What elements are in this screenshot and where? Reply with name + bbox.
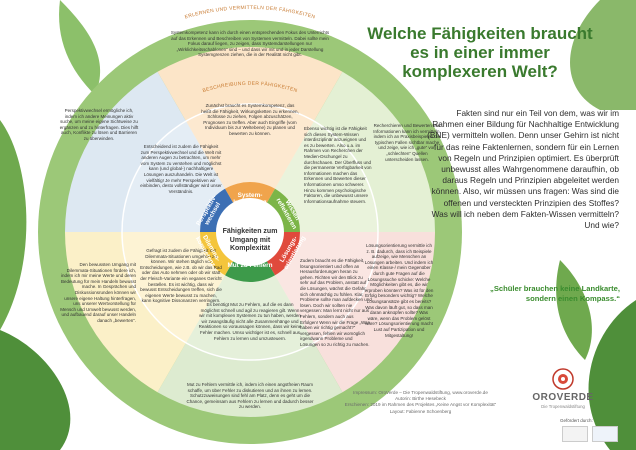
intro-text: Fakten sind nur ein Teil von dem, was wi… — [427, 108, 619, 231]
center-disc — [216, 198, 284, 266]
outer-text-lower-left: Den bewussten Umgang mit Dilemmata-Situa… — [60, 262, 136, 323]
funder-logo-icon — [562, 426, 588, 442]
impressum-line: Autorin: Birthe Hesebeck — [395, 396, 446, 402]
page-title: Welche Fähigkeiten braucht es in einer i… — [367, 24, 593, 81]
inner-text-lower-right: Zudem braucht es die Fähigkeit, lösungso… — [300, 258, 372, 347]
impressum: Impressum: OroVerde – Die Tropenwaldstif… — [318, 390, 523, 415]
quote-text: „Schüler brauchen keine Landkarte, sonde… — [490, 284, 620, 303]
impressum-line: Impressum: OroVerde – Die Tropenwaldstif… — [353, 390, 488, 395]
inner-text-upper-right: Ebenso wichtig ist die Fähigkeit sich di… — [304, 126, 372, 204]
leaf-decoration-left — [0, 0, 101, 450]
outer-text-top: Systemkompetenz kann ich durch einen ent… — [170, 30, 330, 58]
funded-by-label: Gefördert durch: — [560, 418, 593, 423]
inner-segment-bottom — [186, 232, 314, 361]
center-label: Fähigkeiten zum Umgang mit Komplexität — [222, 228, 278, 253]
inner-text-lower-left: Gefragt ist zudem die Fähigkeit mit Dile… — [140, 248, 222, 304]
leaf-decoration-right — [556, 0, 636, 450]
inner-text-bottom: Es benötigt Mut zu Fehlern, auf die es d… — [198, 302, 302, 341]
outer-text-upper-left: Perspektivwechsel ermögliche ich, indem … — [59, 108, 139, 141]
outer-text-lower-right: Lösungsorientierung vermittle ich z. B. … — [364, 243, 434, 338]
logo-tagline: Die Tropenwaldstiftung — [541, 404, 585, 409]
impressum-line: Layout: Fabienne Schoenberg — [389, 408, 452, 414]
inner-segment-top — [186, 103, 314, 232]
arc-label-outer: ERLERNEN UND VERMITTELN DER FÄHIGKEITEN — [184, 5, 316, 21]
oroverde-logo-icon — [552, 368, 574, 390]
competency-label-system: System- kompetenz — [233, 192, 267, 207]
outer-text-upper-right: Recherchieren und Bewerten von Informati… — [373, 123, 441, 162]
competency-label-mut: Mut zu Fehlern — [227, 262, 273, 269]
logo-name: OROVERDE — [532, 392, 594, 403]
inner-text-upper-left: Entscheidend ist zudem die Fähigkeit zum… — [140, 144, 222, 194]
outer-text-bottom: Mut zu Fehlern vermittle ich, indem ich … — [186, 382, 314, 410]
impressum-line: Erschienen: 2019 im Rahmen des Projektes… — [344, 402, 497, 408]
funder-logo-icon — [592, 426, 618, 442]
inner-text-top: Zunächst braucht es Systemkompetenz, das… — [201, 103, 299, 136]
